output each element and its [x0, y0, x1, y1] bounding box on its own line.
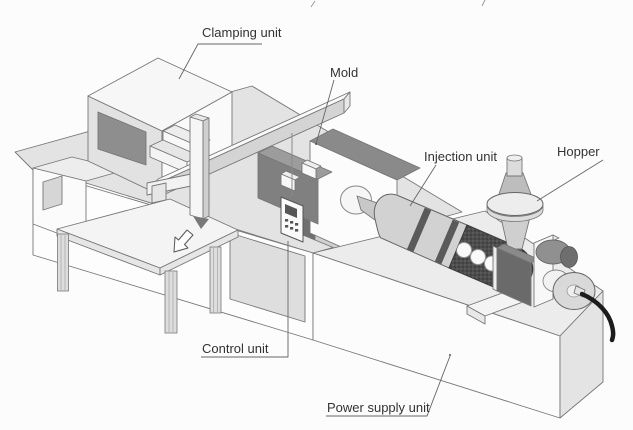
left-cabinet-panel	[42, 175, 63, 211]
label-mold: Mold	[330, 65, 358, 80]
left-cabinet	[32, 156, 126, 245]
power-supply-leader-dot	[449, 354, 451, 356]
label-power-supply-unit: Power supply unit	[327, 400, 430, 415]
mold-leader	[315, 79, 335, 145]
hopper-block	[492, 212, 539, 307]
barrel-band-1	[406, 207, 432, 253]
labels: Clamping unit Mold Injection unit Hopper…	[202, 25, 600, 415]
power-cable	[579, 291, 616, 343]
pendant-buttons	[285, 219, 299, 232]
tie-bar-clamp-block	[151, 182, 167, 204]
vertical-column	[189, 113, 210, 229]
barrel-band-2	[434, 219, 460, 265]
column-tip	[193, 216, 209, 229]
hopper-disc	[486, 192, 544, 216]
scan-artifact-marks	[310, 0, 486, 8]
power-base-right	[559, 290, 604, 419]
tie-bar	[146, 172, 197, 204]
power-supply-leader	[326, 355, 451, 417]
table-legs	[57, 233, 222, 334]
control-unit-leader	[201, 241, 289, 358]
mold-leader-dot	[315, 143, 317, 145]
clamping-unit-window	[97, 111, 147, 166]
pendant-screen	[285, 204, 297, 218]
clamping-unit-leader	[178, 43, 262, 80]
hopper-leader	[536, 159, 604, 202]
hopper-disc-rim	[486, 204, 544, 222]
control-pendant	[280, 133, 304, 243]
table-edge-right	[159, 229, 239, 276]
hopper	[486, 154, 544, 222]
injection-unit-leader	[409, 164, 437, 207]
label-injection-unit: Injection unit	[424, 149, 497, 164]
ejection-arrow	[173, 229, 194, 253]
cabinet-door-panel	[229, 232, 306, 323]
leader-lines	[178, 43, 604, 417]
hopper-cap-top	[506, 154, 523, 162]
hopper-block-face	[496, 247, 532, 307]
label-clamping-unit: Clamping unit	[202, 25, 282, 40]
motor-assembly	[533, 234, 616, 343]
guide-beam-end	[343, 91, 351, 114]
label-hopper: Hopper	[557, 144, 600, 159]
label-control-unit: Control unit	[202, 341, 269, 356]
mold-insert-blocks	[280, 159, 322, 192]
